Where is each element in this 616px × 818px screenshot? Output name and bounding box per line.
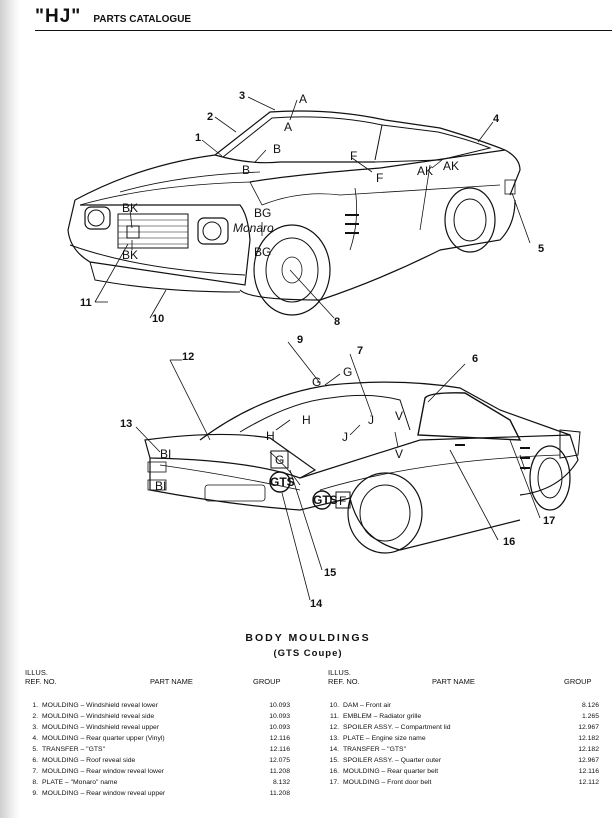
left-ref-header: ILLUS. REF. NO.: [25, 668, 57, 686]
section-subtitle: (GTS Coupe): [273, 648, 343, 659]
callout-10: 10: [152, 313, 164, 325]
callout-12: 12: [182, 351, 194, 363]
letter-ak-right: AK: [443, 159, 459, 173]
top-leader-lines: [94, 96, 531, 319]
letter-h-lower: H: [266, 429, 275, 443]
letter-f-box: [335, 491, 351, 509]
letter-bi-lower: BI: [155, 479, 166, 493]
letter-v-lower: V: [395, 447, 403, 461]
illus-label: ILLUS.: [25, 668, 48, 677]
illus-label-right: ILLUS.: [328, 668, 351, 677]
callout-1: 1: [195, 132, 201, 144]
model-code: "HJ": [35, 6, 82, 27]
right-group-header: GROUP: [564, 677, 592, 686]
letter-j-upper: J: [368, 413, 374, 427]
letter-g-lower: G: [312, 375, 321, 389]
letter-g-boxed: G: [275, 453, 284, 467]
letter-g-upper: G: [343, 365, 352, 379]
letter-bk-upper: BK: [122, 201, 138, 215]
letter-bg-lower: BG: [254, 245, 271, 259]
callout-8: 8: [334, 316, 340, 328]
left-group-header: GROUP: [253, 677, 281, 686]
letter-f-boxed: F: [339, 494, 346, 508]
right-part-name-header: PART NAME: [432, 677, 475, 686]
letter-f-lower: F: [376, 171, 383, 185]
callout-4: 4: [493, 113, 500, 125]
catalogue-title: PARTS CATALOGUE: [93, 14, 192, 25]
callout-6: 6: [472, 353, 478, 365]
callout-16: 16: [503, 536, 515, 548]
ref-no-label-right: REF. NO.: [328, 677, 360, 686]
letter-ak-left: AK: [417, 164, 433, 178]
ref-no-label: REF. NO.: [25, 677, 57, 686]
callout-15: 15: [324, 567, 336, 579]
letter-bi-upper: BI: [160, 447, 171, 461]
header-rule: [35, 30, 612, 31]
gts-badge-rear-text: GTS: [270, 475, 295, 489]
left-part-name-header: PART NAME: [150, 677, 193, 686]
callout-13: 13: [120, 418, 132, 430]
letter-b-lower: B: [242, 163, 250, 177]
bottom-leader-lines: [135, 341, 541, 601]
letter-bk-lower: BK: [122, 248, 138, 262]
callout-3: 3: [239, 90, 245, 102]
gts-badge-rear: [269, 471, 291, 493]
callout-5: 5: [538, 243, 544, 255]
gts-badge-quarter: [312, 490, 332, 510]
letter-v-upper: V: [395, 409, 403, 423]
callout-17: 17: [543, 515, 555, 527]
callout-14: 14: [310, 598, 323, 610]
callout-11: 11: [80, 297, 92, 309]
letter-j-lower: J: [342, 430, 348, 444]
letter-f-upper: F: [350, 149, 357, 163]
letter-bg-upper: BG: [254, 206, 271, 220]
letter-a-upper: A: [299, 92, 307, 106]
car-illustrations: Monaro 1 2 3 4 5 8 10 11 A A B B F F AK …: [67, 90, 581, 610]
monaro-script-text: Monaro: [233, 221, 274, 235]
rear-car-drawing: [144, 381, 581, 554]
page-header: "HJ" PARTS CATALOGUE: [35, 6, 191, 28]
letter-g-box: [270, 450, 289, 469]
callout-9: 9: [297, 334, 303, 346]
right-ref-header: ILLUS. REF. NO.: [328, 668, 360, 686]
letter-a-lower: A: [284, 120, 292, 134]
gts-badge-quarter-text: GTS: [313, 493, 338, 507]
callout-2: 2: [207, 111, 213, 123]
callout-7: 7: [357, 345, 363, 357]
letter-h-upper: H: [302, 413, 311, 427]
section-title: BODY MOULDINGS: [245, 632, 371, 644]
letter-b-upper: B: [273, 142, 281, 156]
front-car-drawing: [67, 110, 521, 316]
scan-shadow: [0, 0, 20, 818]
